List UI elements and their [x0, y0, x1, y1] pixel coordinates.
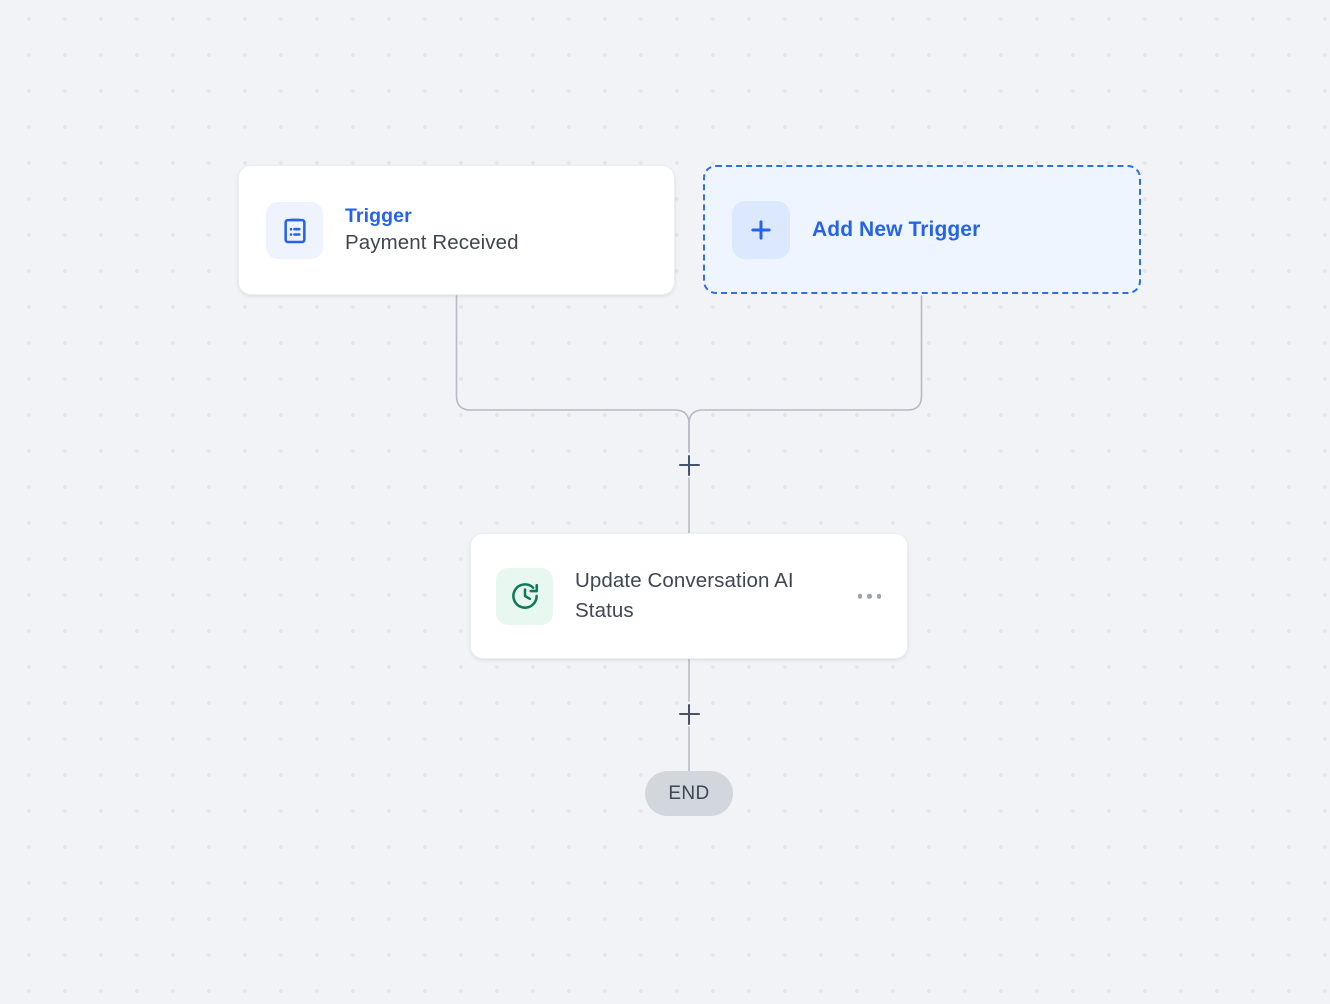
trigger-card-title: Payment Received: [345, 231, 519, 254]
action-card-texts: Update Conversation AI Status: [575, 566, 833, 626]
clipboard-list-icon: [266, 201, 323, 259]
ellipsis-dot: [876, 593, 881, 599]
add-step-button-top[interactable]: [672, 448, 706, 482]
clock-refresh-icon: [496, 567, 553, 625]
trigger-card-eyebrow: Trigger: [345, 205, 412, 227]
trigger-card[interactable]: Trigger Payment Received: [238, 165, 675, 295]
action-card-title: Update Conversation AI Status: [575, 569, 794, 622]
add-new-trigger-label: Add New Trigger: [812, 217, 981, 241]
end-node-label: END: [668, 782, 710, 804]
plus-icon: [732, 200, 790, 259]
ellipsis-icon[interactable]: [854, 586, 886, 607]
action-card[interactable]: Update Conversation AI Status: [470, 533, 908, 659]
add-step-button-bottom[interactable]: [672, 697, 706, 731]
trigger-card-texts: Trigger Payment Received: [345, 203, 519, 257]
end-node: END: [645, 771, 733, 816]
ellipsis-dot: [857, 593, 862, 599]
ellipsis-dot: [867, 593, 872, 599]
add-new-trigger-card[interactable]: Add New Trigger: [703, 165, 1141, 294]
